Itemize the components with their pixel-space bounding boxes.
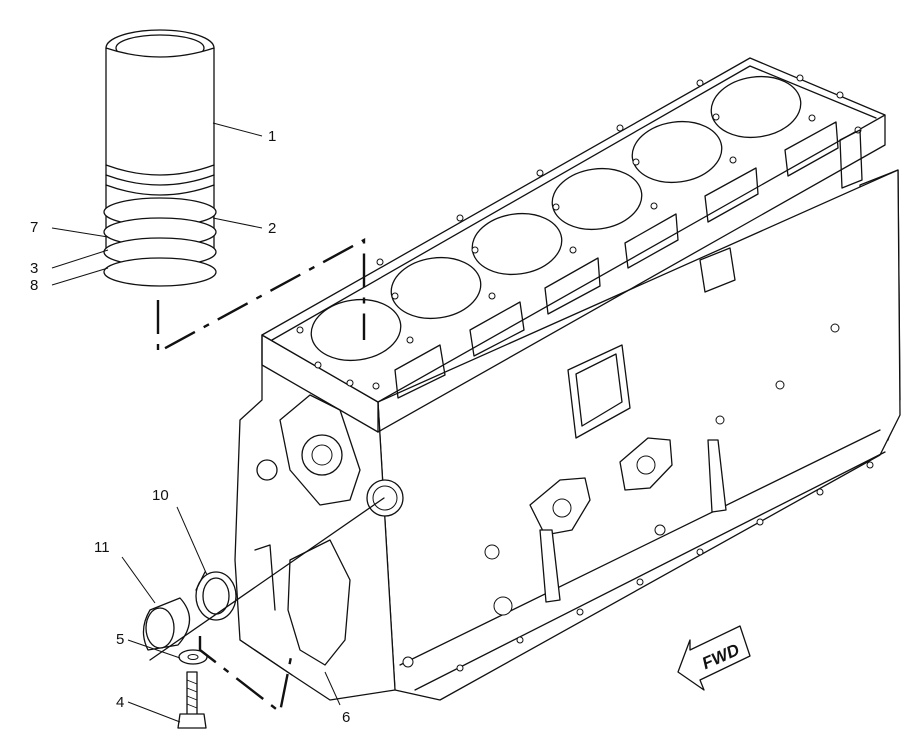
callout-2: 2 — [268, 220, 276, 237]
callout-3: 3 — [30, 260, 38, 277]
callout-4: 4 — [116, 694, 124, 711]
liner-seal-rings — [103, 197, 217, 287]
cup-plug-11 — [142, 597, 191, 651]
callout-1: 1 — [268, 128, 276, 145]
side-cover-plate — [567, 344, 631, 439]
cylinder-bores — [310, 75, 802, 362]
assembly-path-bolt — [198, 636, 294, 715]
callout-6: 6 — [342, 709, 350, 726]
callout-7: 7 — [30, 219, 38, 236]
seal-plug-10 — [195, 571, 237, 621]
leader-lines — [51, 122, 341, 723]
pan-rail-bolts — [456, 461, 874, 672]
forward-direction-arrow: FWD — [677, 625, 751, 691]
bolt — [177, 671, 207, 729]
washer — [178, 649, 208, 665]
deck-bolt-holes — [296, 74, 862, 390]
callout-5: 5 — [116, 631, 124, 648]
side-bosses — [484, 323, 840, 616]
callout-10: 10 — [152, 487, 169, 504]
assembly-path-plug — [149, 497, 385, 661]
engine-cylinder-block — [234, 57, 901, 701]
water-jacket-pockets — [394, 121, 863, 399]
callout-8: 8 — [30, 277, 38, 294]
callout-11: 11 — [94, 539, 110, 556]
assembly-path-liner — [156, 237, 366, 355]
front-face-details — [239, 394, 414, 676]
fwd-arrow-icon — [677, 625, 751, 691]
